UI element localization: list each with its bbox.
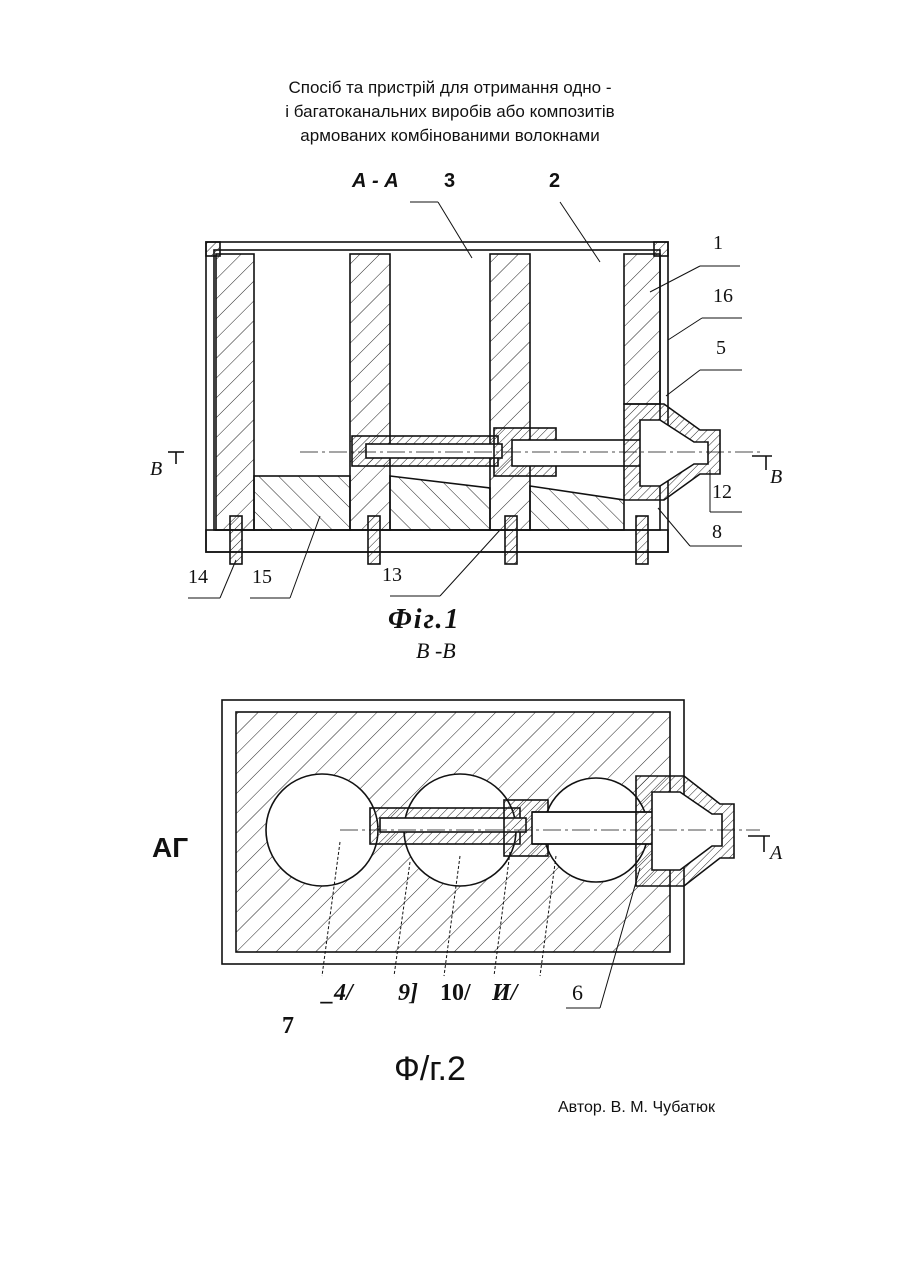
fig1-callout-5: 5 <box>716 337 726 360</box>
fig2-callout-7: 7 <box>282 1013 294 1040</box>
fig1-callout-2: 2 <box>549 170 560 193</box>
fig1-left-wall <box>216 254 254 530</box>
fig2-drawing <box>222 700 770 1008</box>
fig1-caption: Фіг.1 <box>388 604 461 636</box>
fig2-callout-6: 6 <box>572 980 583 1006</box>
fig2-section-mark-left: АГ <box>152 832 188 864</box>
fig1-section-label: А - А <box>352 170 399 193</box>
fig1-callout-16: 16 <box>713 285 733 308</box>
fig1-pin-2 <box>368 516 380 564</box>
author-line: Автор. В. М. Чубатюк <box>558 1099 715 1117</box>
fig1-section-mark-right: В <box>770 466 782 489</box>
fig1-callout-12: 12 <box>712 481 732 504</box>
fig1-section-mark-left: В <box>150 458 162 481</box>
fig1-pin-4 <box>636 516 648 564</box>
fig2-chamber-1 <box>266 774 378 886</box>
fig2-callout-10: 10/ <box>440 980 471 1007</box>
fig2-callout-11: И/ <box>492 980 517 1007</box>
fig2-section-label: В -В <box>416 638 456 664</box>
fig1-callout-15: 15 <box>252 566 272 589</box>
fig2-callout-4: _4/ <box>322 980 353 1007</box>
fig2-section-mark-right: А <box>770 842 782 865</box>
fig1-callout-14: 14 <box>188 566 208 589</box>
fig1-callout-8: 8 <box>712 521 722 544</box>
fig1-callout-13: 13 <box>382 564 402 587</box>
fig1-pin-1 <box>230 516 242 564</box>
fig1-rib-2 <box>490 254 530 530</box>
fig1-rib-1 <box>350 254 390 530</box>
fig1-drawing <box>168 202 772 598</box>
fig1-pin-3 <box>505 516 517 564</box>
fig2-callout-9: 9] <box>398 980 418 1007</box>
fig1-right-wall <box>624 254 660 404</box>
fig1-zone-15 <box>254 476 350 530</box>
fig2-caption: Ф/г.2 <box>394 1050 466 1089</box>
fig1-callout-3: 3 <box>444 170 455 193</box>
fig1-base-plate <box>206 530 668 552</box>
fig1-callout-1: 1 <box>713 232 723 255</box>
